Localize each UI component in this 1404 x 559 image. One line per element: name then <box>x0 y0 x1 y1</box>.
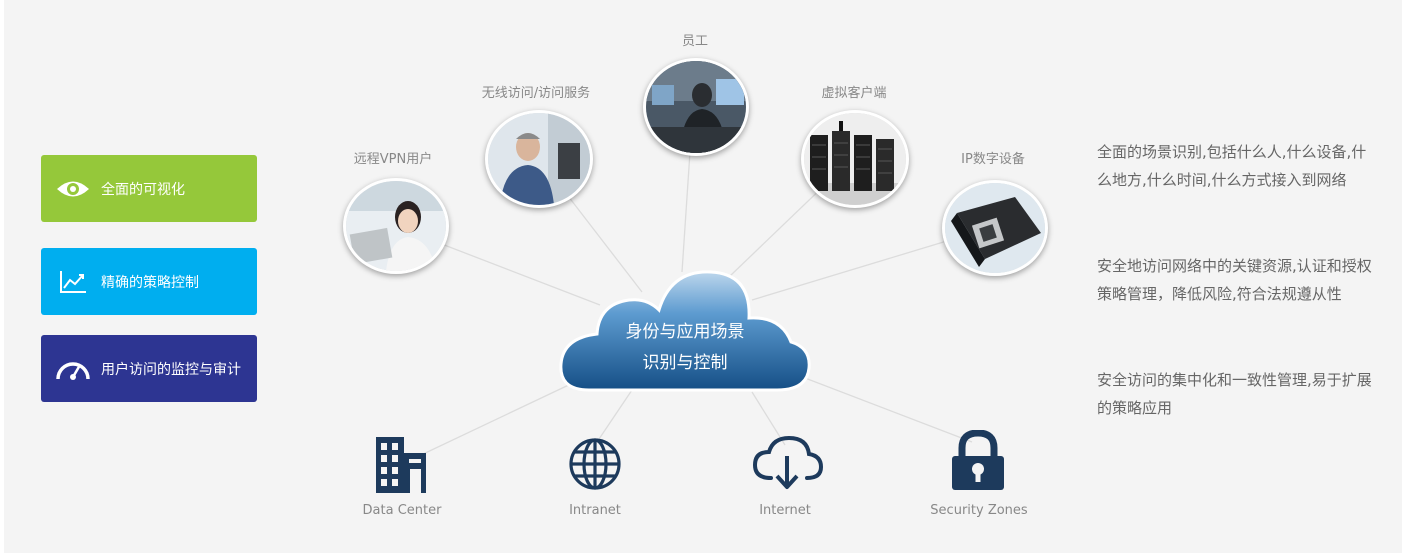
nav-label: 用户访问的监控与审计 <box>101 361 241 378</box>
resource-label-data-center: Data Center <box>362 503 442 518</box>
resource-label-internet: Internet <box>759 503 811 518</box>
nav-label: 精确的策略控制 <box>101 274 199 291</box>
photo-label-vpn: 远程VPN用户 <box>353 152 433 167</box>
wireless-access-photo <box>485 110 593 208</box>
connector-line <box>399 381 576 466</box>
nav-audit-button[interactable]: 用户访问的监控与审计 <box>41 335 257 402</box>
lock-icon <box>952 430 1004 490</box>
nav-visibility-button[interactable]: 全面的可视化 <box>41 155 257 222</box>
connector-line <box>804 377 973 443</box>
ip-device-photo <box>942 180 1048 276</box>
photo-label-ip-device: IP数字设备 <box>961 152 1025 167</box>
globe-icon <box>569 438 621 490</box>
cloud-title-line2: 识别与控制 <box>642 353 728 373</box>
photo-label-virtual: 虚拟客户端 <box>821 86 887 101</box>
eye-icon <box>55 174 91 204</box>
chart-icon <box>55 267 91 297</box>
identity-cloud <box>559 270 811 392</box>
remote-vpn-user-photo <box>343 178 449 274</box>
photo-label-wireless: 无线访问/访问服务 <box>481 86 591 101</box>
description-management: 安全访问的集中化和一致性管理,易于扩展的策略应用 <box>1097 371 1372 417</box>
connector-line <box>594 389 633 446</box>
gauge-icon <box>55 354 91 384</box>
cloud-download-icon <box>752 435 823 489</box>
description-access: 安全地访问网络中的关键资源,认证和授权策略管理，降低风险,符合法规遵从性 <box>1097 257 1372 303</box>
resource-label-intranet: Intranet <box>569 503 621 518</box>
description-scenario: 全面的场景识别,包括什么人,什么设备,什么地方,什么时间,什么方式接入到网络 <box>1097 143 1367 189</box>
connector-line <box>751 391 786 446</box>
nav-label: 全面的可视化 <box>101 181 185 198</box>
virtual-client-photo <box>801 110 909 208</box>
resource-label-security-zones: Security Zones <box>930 503 1028 518</box>
employee-photo <box>643 58 749 156</box>
cloud-title-line1: 身份与应用场景 <box>625 322 745 342</box>
building-icon <box>376 437 426 493</box>
nav-policy-button[interactable]: 精确的策略控制 <box>41 248 257 315</box>
photo-label-employee: 员工 <box>681 34 709 49</box>
